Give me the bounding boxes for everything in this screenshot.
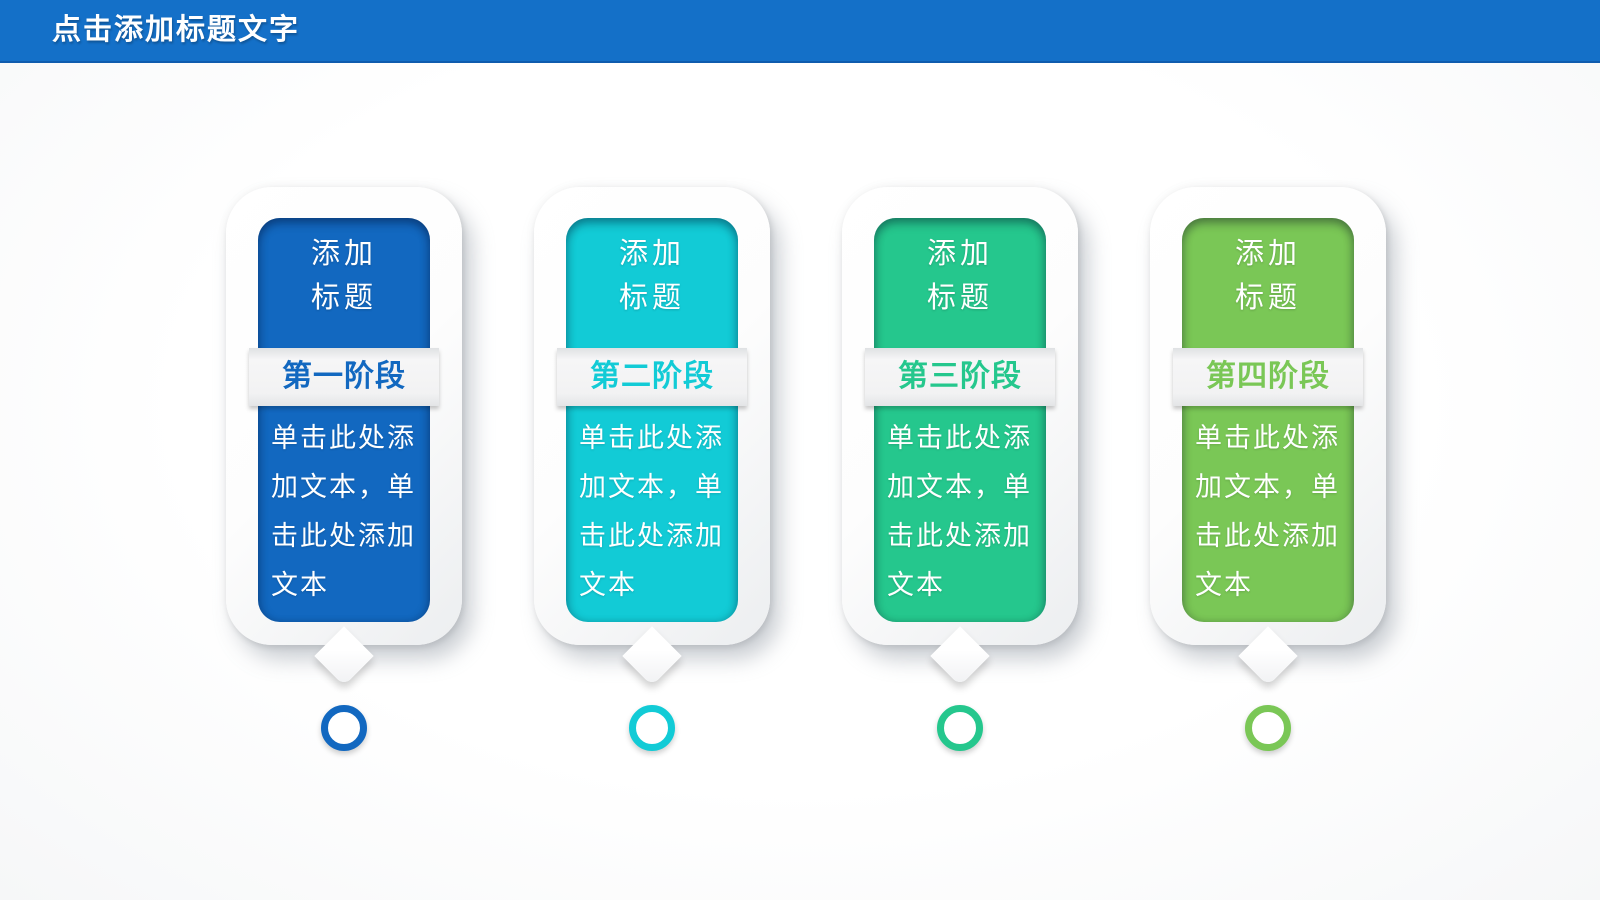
slide-title-placeholder[interactable]: 点击添加标题文字 [52, 14, 301, 46]
card-title-placeholder[interactable]: 添加 标题 [926, 238, 993, 314]
stage-dot [937, 705, 983, 751]
stage-label-band: 第一阶段 [249, 348, 439, 406]
stage-label-band: 第三阶段 [865, 348, 1055, 406]
stage-dot [321, 705, 367, 751]
stage-dot [629, 705, 675, 751]
stage-card-4[interactable]: 添加 标题 第四阶段 单击此处添加文本，单击此处添加文本 [1150, 187, 1386, 751]
stage-panel: 添加 标题 第四阶段 单击此处添加文本，单击此处添加文本 [1173, 218, 1363, 622]
stage-panel: 添加 标题 第二阶段 单击此处添加文本，单击此处添加文本 [557, 218, 747, 622]
card-body-placeholder[interactable]: 单击此处添加文本，单击此处添加文本 [271, 423, 416, 600]
card-tail-pointer [930, 626, 990, 686]
stage-dot [1245, 705, 1291, 751]
slide-header: 点击添加标题文字 [0, 0, 1600, 63]
card-body-placeholder[interactable]: 单击此处添加文本，单击此处添加文本 [579, 423, 724, 600]
card-tail-pointer [314, 626, 374, 686]
card-body-placeholder[interactable]: 单击此处添加文本，单击此处添加文本 [887, 423, 1032, 600]
stage-label-band: 第四阶段 [1173, 348, 1363, 406]
card-tail-pointer [1238, 626, 1298, 686]
stage-card-1[interactable]: 添加 标题 第一阶段 单击此处添加文本，单击此处添加文本 [226, 187, 462, 751]
card-title-placeholder[interactable]: 添加 标题 [1234, 238, 1301, 314]
card-title-placeholder[interactable]: 添加 标题 [310, 238, 377, 314]
card-body-placeholder[interactable]: 单击此处添加文本，单击此处添加文本 [1195, 423, 1340, 600]
card-title-placeholder[interactable]: 添加 标题 [618, 238, 685, 314]
stage-card-3[interactable]: 添加 标题 第三阶段 单击此处添加文本，单击此处添加文本 [842, 187, 1078, 751]
stage-panel: 添加 标题 第一阶段 单击此处添加文本，单击此处添加文本 [249, 218, 439, 622]
stage-label-band: 第二阶段 [557, 348, 747, 406]
card-tail-pointer [622, 626, 682, 686]
stage-card-2[interactable]: 添加 标题 第二阶段 单击此处添加文本，单击此处添加文本 [534, 187, 770, 751]
stage-panel: 添加 标题 第三阶段 单击此处添加文本，单击此处添加文本 [865, 218, 1055, 622]
